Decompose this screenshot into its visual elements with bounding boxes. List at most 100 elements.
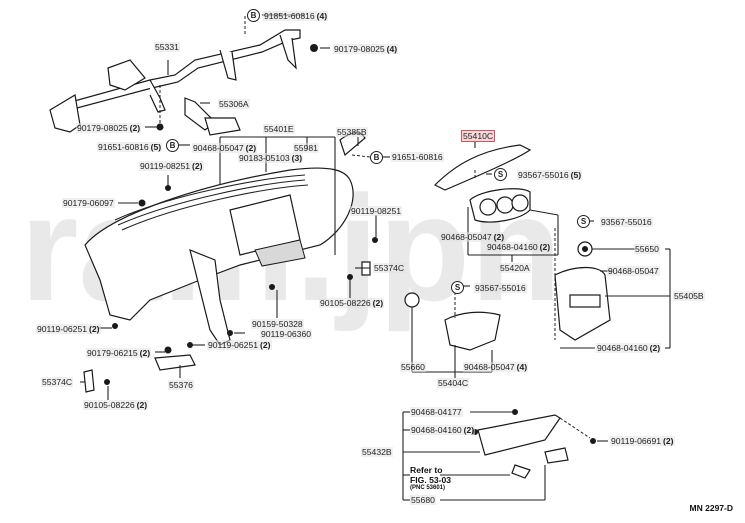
part-number: 91651-60816 [98, 142, 149, 152]
refer-note[interactable]: Refer to FIG. 53-03 (PNC 53601) [410, 465, 451, 492]
callout-91851-60816[interactable]: 91851-60816(4) [263, 11, 329, 21]
bolt-symbol-b: B [247, 9, 260, 22]
part-number: 90119-06251 [37, 324, 88, 334]
quantity: (4) [316, 11, 328, 21]
center-cluster-panel-55405B [554, 228, 671, 349]
callout-55405B[interactable]: 55405B [673, 291, 705, 301]
callout-90179-08025-2[interactable]: 90179-08025(2) [76, 123, 142, 133]
part-number: 90105-08226 [320, 298, 371, 308]
callout-90468-04160-2[interactable]: 90468-04160(2) [486, 242, 552, 252]
quantity: (5) [150, 142, 162, 152]
callout-55432B[interactable]: 55432B [361, 447, 393, 457]
callout-90159-50328[interactable]: 90159-50328 [251, 319, 304, 329]
callout-93567-55016-b[interactable]: 93567-55016 [474, 283, 527, 293]
part-number: 90183-05103 [239, 153, 290, 163]
callout-90119-06360[interactable]: 90119-06360 [260, 329, 313, 339]
part-number: 90179-08025 [334, 44, 385, 54]
callout-90468-05047-4[interactable]: 90468-05047(4) [463, 362, 529, 372]
callout-90119-06691[interactable]: 90119-06691(2) [610, 436, 675, 446]
callout-55404C[interactable]: 55404C [437, 378, 470, 388]
quantity: (5) [570, 170, 582, 180]
quantity: (2) [493, 232, 505, 242]
quantity: (2) [129, 123, 141, 133]
callout-55306A[interactable]: 55306A [218, 99, 250, 109]
callout-90468-04160-2b[interactable]: 90468-04160(2) [596, 343, 662, 353]
quantity: (2) [663, 436, 674, 446]
part-number: 91851-60816 [264, 11, 315, 21]
part-number: 90105-08226 [84, 400, 135, 410]
part-number: 90179-08025 [77, 123, 128, 133]
part-number: 90468-04160 [487, 242, 538, 252]
quantity: (2) [192, 161, 203, 171]
quantity: (2) [539, 242, 551, 252]
part-number: 90119-06251 [208, 340, 259, 350]
callout-90468-05047[interactable]: 90468-05047 [607, 266, 660, 276]
callout-90179-08025[interactable]: 90179-08025(4) [333, 44, 399, 54]
screw-symbol-s: S [494, 168, 507, 181]
callout-90468-05047-2[interactable]: 90468-05047(2) [192, 143, 258, 153]
callout-55680[interactable]: 55680 [410, 495, 436, 505]
quantity: (4) [516, 362, 528, 372]
callout-90468-04160-2c[interactable]: 90468-04160(2) [410, 425, 476, 435]
callout-91651-60816[interactable]: 91651-60816 [391, 152, 444, 162]
callout-55374C[interactable]: 55374C [373, 263, 406, 273]
callout-90105-08226-b[interactable]: 90105-08226(2) [83, 400, 149, 410]
callout-93567-55016[interactable]: 93567-55016 [600, 217, 653, 227]
callout-90468-04177[interactable]: 90468-04177 [410, 407, 463, 417]
callout-91651-60816-5[interactable]: 91651-60816(5) [97, 142, 163, 152]
meter-hood-55420A [467, 188, 559, 262]
part-number: 90119-08251 [140, 161, 191, 171]
callout-55385B[interactable]: 55385B [336, 127, 368, 137]
part-number: 90468-04160 [411, 425, 462, 435]
lower-panel-55404C [404, 292, 501, 378]
quantity: (2) [136, 400, 148, 410]
fasteners-left [83, 44, 378, 393]
callout-90179-06215[interactable]: 90179-06215(2) [86, 348, 152, 358]
instrument-panel-55401E [84, 167, 354, 346]
part-number: 90179-06215 [87, 348, 138, 358]
callout-55660[interactable]: 55660 [400, 362, 426, 372]
glove-box-55432B [402, 409, 608, 501]
part-number: 90468-05047 [464, 362, 515, 372]
callout-55376[interactable]: 55376 [168, 380, 194, 390]
quantity: (2) [649, 343, 661, 353]
part-number: 90119-06691 [611, 436, 662, 446]
quantity: (2) [372, 298, 384, 308]
callout-55420A[interactable]: 55420A [499, 263, 531, 273]
refer-line-1: Refer to [410, 465, 443, 475]
callout-55981[interactable]: 55981 [293, 143, 319, 153]
callout-90119-08251[interactable]: 90119-08251 [350, 206, 403, 216]
callout-90119-06251-2[interactable]: 90119-06251(2) [36, 324, 101, 334]
part-number: 90468-05047 [193, 143, 244, 153]
callout-55410C-highlighted[interactable]: 55410C [461, 130, 496, 142]
quantity: (2) [260, 340, 271, 350]
callout-90119-08251-2[interactable]: 90119-08251(2) [139, 161, 204, 171]
quantity: (2) [89, 324, 100, 334]
callout-55331[interactable]: 55331 [154, 42, 180, 52]
screw-symbol-s: S [577, 215, 590, 228]
part-number: 90468-05047 [441, 232, 492, 242]
reinforcement-beam-55331 [49, 29, 301, 136]
refer-line-2: FIG. 53-03 [410, 475, 452, 485]
callout-90179-06097[interactable]: 90179-06097 [62, 198, 115, 208]
part-number: 90468-04160 [597, 343, 648, 353]
bolt-symbol-b: B [166, 139, 179, 152]
part-number: 93567-55016 [518, 170, 569, 180]
callout-90183-05103[interactable]: 90183-05103(3) [238, 153, 304, 163]
callout-90119-06251-2b[interactable]: 90119-06251(2) [207, 340, 272, 350]
quantity: (2) [463, 425, 475, 435]
callout-55650[interactable]: 55650 [634, 244, 660, 254]
quantity: (3) [291, 153, 303, 163]
refer-line-3: (PNC 53601) [410, 485, 446, 491]
bolt-symbol-b: B [370, 151, 383, 164]
callout-93567-55016-5[interactable]: 93567-55016(5) [517, 170, 583, 180]
quantity: (4) [386, 44, 398, 54]
diagram-reference: MN 2297-D [689, 503, 733, 513]
callout-90468-05047-2b[interactable]: 90468-05047(2) [440, 232, 506, 242]
quantity: (2) [139, 348, 151, 358]
callout-55374C-b[interactable]: 55374C [41, 377, 74, 387]
callout-55401E[interactable]: 55401E [263, 124, 295, 134]
callout-90105-08226[interactable]: 90105-08226(2) [319, 298, 385, 308]
